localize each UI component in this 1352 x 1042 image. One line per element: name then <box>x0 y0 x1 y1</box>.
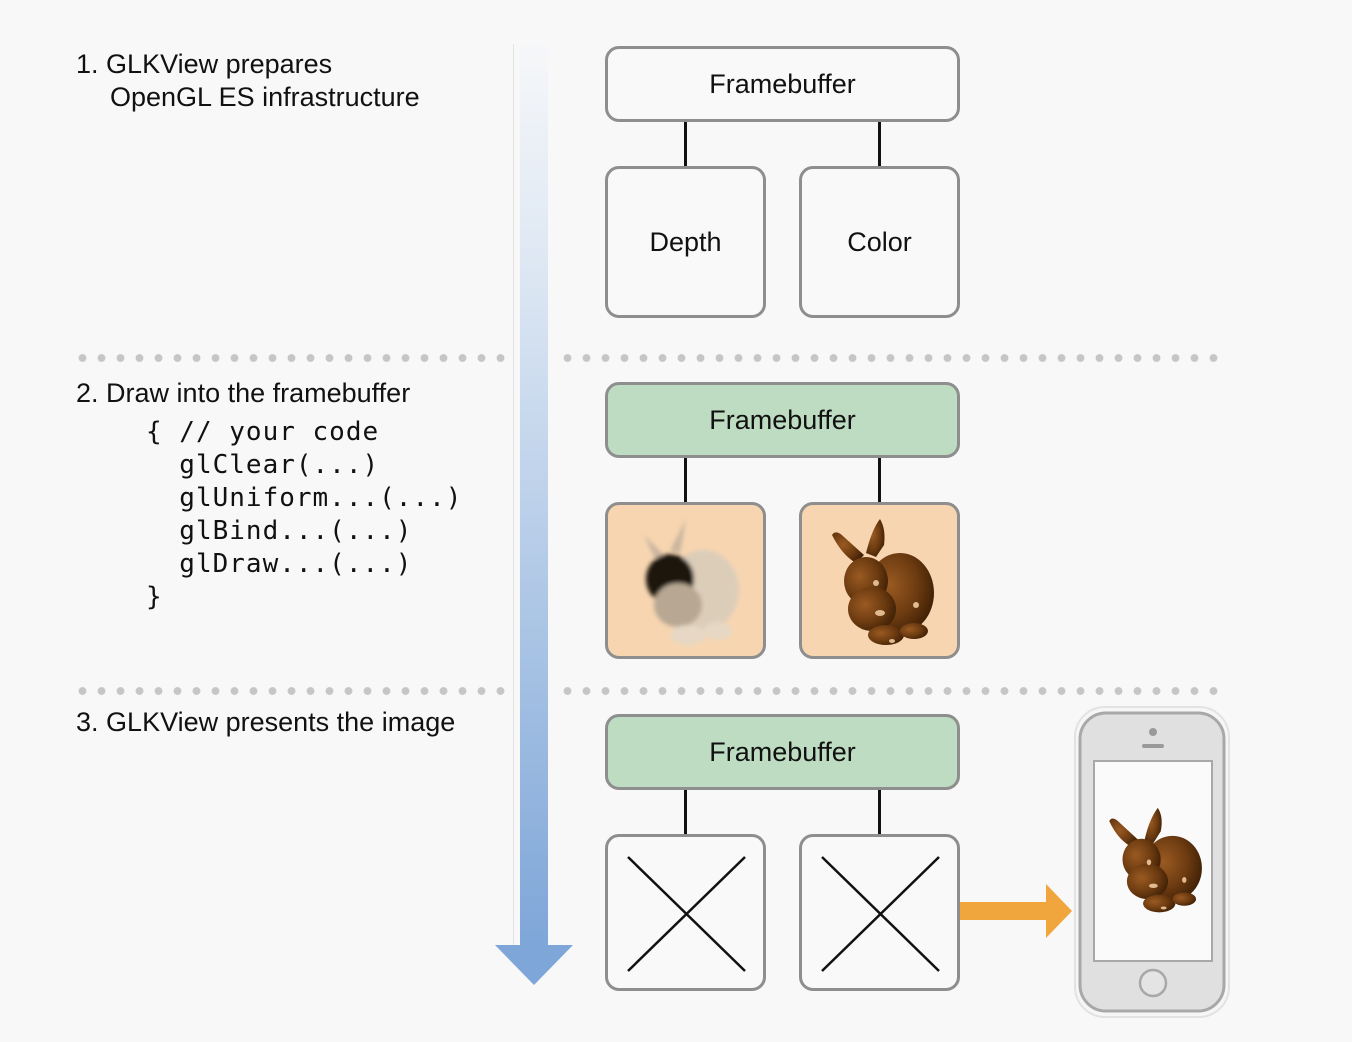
step-3-label: 3. GLKView presents the image <box>76 706 455 739</box>
code-line: glUniform...(...) <box>146 483 463 513</box>
color-bunny-icon <box>832 519 934 645</box>
separator-1-left <box>73 354 513 362</box>
framebuffer-box-stage1: Framebuffer <box>605 46 960 122</box>
step-1-title-line2: OpenGL ES infrastructure <box>110 82 420 112</box>
depth-bunny-icon <box>644 519 739 645</box>
code-line: glBind...(...) <box>146 516 413 546</box>
code-line: glDraw...(...) <box>146 549 413 579</box>
code-line: { // your code <box>146 417 380 447</box>
connector-line <box>878 790 881 835</box>
framebuffer-label: Framebuffer <box>709 404 856 435</box>
color-buffer-filled <box>799 502 960 659</box>
connector-line <box>684 458 687 503</box>
timeline-arrow-icon <box>493 40 577 990</box>
connector-line <box>878 458 881 503</box>
code-line: glClear(...) <box>146 450 380 480</box>
depth-buffer-box: Depth <box>605 166 766 318</box>
framebuffer-box-stage2: Framebuffer <box>605 382 960 458</box>
presented-bunny-icon <box>1109 807 1202 913</box>
step-1-number: 1. <box>76 49 99 79</box>
step-2-number: 2. <box>76 378 99 408</box>
code-block: { // your code glClear(...) glUniform...… <box>146 416 462 614</box>
separator-2-right <box>558 687 1226 695</box>
step-2-title: Draw into the framebuffer <box>106 378 411 408</box>
color-label: Color <box>847 226 912 257</box>
depth-label: Depth <box>649 226 722 257</box>
connector-line <box>878 122 881 167</box>
framebuffer-label: Framebuffer <box>709 68 856 99</box>
discarded-x-icon <box>627 856 746 972</box>
framebuffer-box-stage3: Framebuffer <box>605 714 960 790</box>
connector-line <box>684 122 687 167</box>
separator-1-right <box>558 354 1226 362</box>
connector-line <box>684 790 687 835</box>
present-arrow-icon <box>960 882 1074 940</box>
step-3-number: 3. <box>76 707 99 737</box>
code-line: } <box>146 582 163 612</box>
step-3-title: GLKView presents the image <box>106 707 456 737</box>
iphone-device-icon <box>1074 706 1230 1018</box>
discarded-x-icon <box>821 856 940 972</box>
separator-2-left <box>73 687 513 695</box>
step-1-title-line1: GLKView prepares <box>106 49 333 79</box>
color-buffer-discarded <box>799 834 960 991</box>
depth-buffer-filled <box>605 502 766 659</box>
step-2-label: 2. Draw into the framebuffer <box>76 377 410 410</box>
color-buffer-box: Color <box>799 166 960 318</box>
depth-buffer-discarded <box>605 834 766 991</box>
step-1-label: 1. GLKView prepares <box>76 48 332 81</box>
framebuffer-label: Framebuffer <box>709 736 856 767</box>
